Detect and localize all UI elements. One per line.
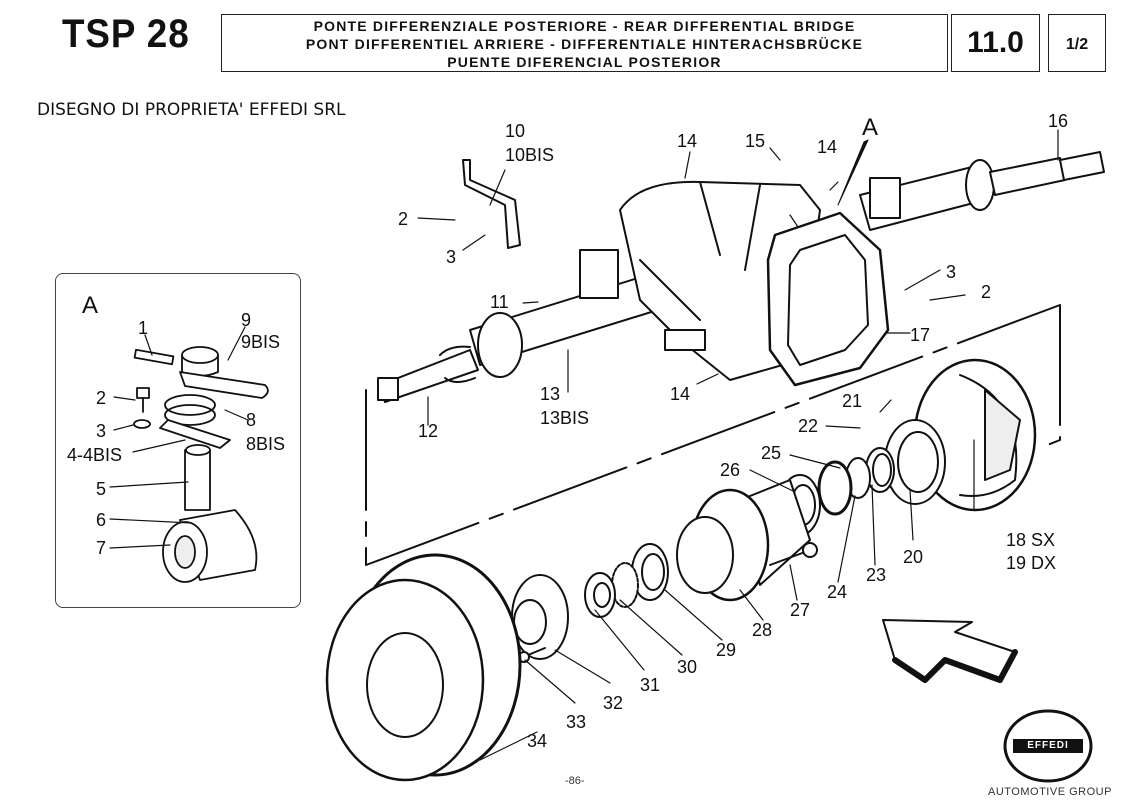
callout-34: 34 bbox=[527, 731, 548, 751]
section-number: 11.0 bbox=[951, 14, 1040, 72]
bearing-29 bbox=[631, 543, 669, 601]
callout-30: 30 bbox=[677, 657, 698, 677]
callout-29: 29 bbox=[716, 640, 737, 660]
brand-tagline: AUTOMOTIVE GROUP bbox=[988, 786, 1112, 798]
callout-17: 17 bbox=[910, 325, 931, 345]
title-line-1: PONTE DIFFERENZIALE POSTERIORE - REAR DI… bbox=[313, 18, 856, 34]
bracket-10 bbox=[462, 159, 521, 249]
callout-1: 1 bbox=[138, 318, 149, 338]
title-line-2: PONT DIFFERENTIEL ARRIERE - DIFFERENTIAL… bbox=[305, 36, 864, 52]
effedi-logo bbox=[1003, 709, 1093, 783]
callout-33: 33 bbox=[566, 712, 587, 732]
callout-12: 12 bbox=[418, 421, 439, 441]
callout-8: 8 bbox=[246, 410, 257, 430]
callout-23: 23 bbox=[866, 565, 887, 585]
nut-31 bbox=[584, 572, 616, 618]
seal-25 bbox=[817, 460, 853, 516]
ownership-note: DISEGNO DI PROPRIETA' EFFEDI SRL bbox=[37, 100, 346, 120]
callout-14-top-left: 14 bbox=[677, 131, 698, 151]
callout-19-dx: 19 DX bbox=[1006, 553, 1057, 573]
callout-31: 31 bbox=[640, 675, 661, 695]
detail-marker-a: A bbox=[862, 114, 879, 141]
inset-leader-lines bbox=[109, 326, 249, 549]
callout-18-sx: 18 SX bbox=[1006, 530, 1056, 550]
direction-arrow bbox=[882, 619, 1018, 683]
callout-6: 6 bbox=[96, 510, 107, 530]
screw-33 bbox=[518, 647, 546, 663]
callout-2a: 2 bbox=[398, 209, 409, 229]
bolt-27 bbox=[769, 542, 818, 566]
brake-drum-34 bbox=[325, 553, 522, 782]
callout-14-bottom: 14 bbox=[670, 384, 691, 404]
callout-8bis: 8BIS bbox=[246, 434, 286, 454]
callout-13: 13 bbox=[540, 384, 561, 404]
callout-7: 7 bbox=[96, 538, 107, 558]
alignment-line bbox=[365, 304, 1061, 566]
callout-28: 28 bbox=[752, 620, 773, 640]
flange-32 bbox=[511, 574, 569, 660]
callout-16: 16 bbox=[1048, 111, 1069, 131]
page-number: -86- bbox=[565, 775, 585, 787]
callout-21: 21 bbox=[842, 391, 863, 411]
inset-a-drawing bbox=[133, 346, 269, 583]
detail-a-inset bbox=[55, 273, 301, 608]
callout-11: 11 bbox=[490, 292, 509, 312]
callout-3b: 3 bbox=[946, 262, 957, 282]
callout-13bis: 13BIS bbox=[540, 408, 590, 428]
axle-housing-left bbox=[377, 264, 691, 403]
hub-28 bbox=[676, 479, 811, 602]
callout-2: 2 bbox=[96, 388, 107, 408]
page-fraction: 1/2 bbox=[1048, 14, 1106, 72]
callout-15: 15 bbox=[745, 131, 766, 151]
diff-cover-17 bbox=[766, 211, 890, 387]
callout-24: 24 bbox=[827, 582, 848, 602]
title-line-3: PUENTE DIFERENCIAL POSTERIOR bbox=[447, 54, 722, 70]
logo-text: EFFEDI bbox=[1027, 740, 1069, 751]
detail-a-pointer bbox=[837, 139, 869, 206]
callout-22: 22 bbox=[798, 416, 819, 436]
inset-title: A bbox=[82, 292, 99, 319]
callout-10: 10 bbox=[505, 121, 526, 141]
model-title: TSP 28 bbox=[62, 12, 190, 56]
callout-5: 5 bbox=[96, 479, 107, 499]
callout-32: 32 bbox=[603, 693, 624, 713]
callout-20: 20 bbox=[903, 547, 924, 567]
callout-14-top-right: 14 bbox=[817, 137, 838, 157]
callout-9bis: 9BIS bbox=[241, 332, 281, 352]
callout-3a: 3 bbox=[446, 247, 457, 267]
callout-9: 9 bbox=[241, 310, 252, 330]
lockwasher-30 bbox=[611, 562, 639, 608]
title-box: PONTE DIFFERENZIALE POSTERIORE - REAR DI… bbox=[221, 14, 948, 72]
leader-lines bbox=[417, 129, 1059, 761]
callout-27: 27 bbox=[790, 600, 811, 620]
callout-26: 26 bbox=[720, 460, 741, 480]
callout-4-4bis: 4-4BIS bbox=[67, 445, 123, 465]
axle-housing-right bbox=[859, 151, 1105, 231]
callout-2b: 2 bbox=[981, 282, 992, 302]
callout-10bis: 10BIS bbox=[505, 145, 555, 165]
callout-25: 25 bbox=[761, 443, 782, 463]
callout-3: 3 bbox=[96, 421, 107, 441]
